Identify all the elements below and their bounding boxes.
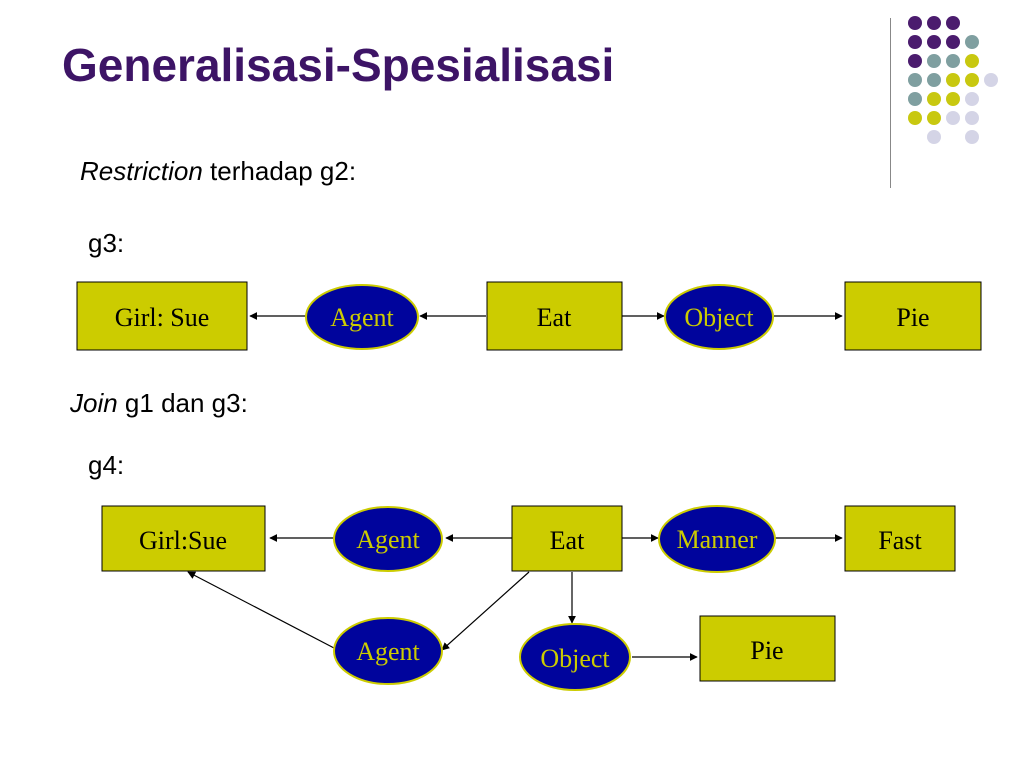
g4-manner-label: Manner: [677, 525, 758, 554]
decor-dot: [908, 54, 922, 68]
decor-dot: [908, 92, 922, 106]
g4-pie-label: Pie: [750, 636, 783, 665]
g4-edge-agent2-to-girl: [187, 571, 335, 649]
restriction-caption: Restriction terhadap g2:: [80, 156, 356, 187]
g4-relation-agent2: Agent: [333, 617, 443, 685]
g3-agent-label: Agent: [330, 303, 394, 332]
g3-concept-pie: Pie: [844, 281, 982, 351]
g4-edges: [187, 534, 843, 661]
decor-dot: [908, 73, 922, 87]
decor-dot: [927, 16, 941, 30]
decor-dot: [927, 111, 941, 125]
decor-dot: [927, 35, 941, 49]
decor-dot: [927, 54, 941, 68]
decor-dot: [946, 35, 960, 49]
decor-dot: [946, 92, 960, 106]
g4-agent-label: Agent: [356, 525, 420, 554]
decor-dot: [946, 111, 960, 125]
g3-pie-label: Pie: [896, 303, 929, 332]
g3-concept-girl: Girl: Sue: [76, 281, 248, 351]
decor-dot: [984, 73, 998, 87]
decor-dot: [927, 92, 941, 106]
g3-girl-label: Girl: Sue: [115, 303, 210, 332]
g4-concept-eat: Eat: [511, 505, 623, 572]
g3-relation-object: Object: [664, 284, 774, 350]
g4-relation-object: Object: [519, 623, 631, 691]
decor-dot: [946, 54, 960, 68]
restriction-emphasis: Restriction: [80, 156, 203, 186]
decor-dot: [965, 54, 979, 68]
g4-relation-agent: Agent: [333, 506, 443, 572]
join-emphasis: Join: [70, 388, 118, 418]
g4-agent2-label: Agent: [356, 637, 420, 666]
g3-label: g3:: [88, 228, 125, 258]
g4-relation-manner: Manner: [658, 505, 776, 573]
restriction-rest: terhadap g2:: [202, 156, 357, 186]
decor-dot: [965, 130, 979, 144]
g3-relation-agent: Agent: [305, 284, 419, 350]
decor-dot: [965, 35, 979, 49]
g4-eat-label: Eat: [550, 526, 585, 555]
g4-label: g4:: [88, 450, 125, 480]
g4-fast-label: Fast: [878, 526, 922, 555]
join-caption: Join g1 dan g3:: [70, 388, 248, 419]
decor-dot: [965, 92, 979, 106]
decor-dot: [908, 16, 922, 30]
decor-dot: [927, 73, 941, 87]
g4-concept-fast: Fast: [844, 505, 956, 572]
decor-dot: [927, 130, 941, 144]
decor-dot: [908, 35, 922, 49]
g3-concept-eat: Eat: [486, 281, 623, 351]
g4-object-label: Object: [540, 644, 610, 673]
g3-eat-label: Eat: [537, 303, 572, 332]
g4-edge-eat-to-agent2: [441, 571, 530, 651]
g4-concept-pie: Pie: [699, 615, 836, 682]
decor-dot: [908, 111, 922, 125]
g4-girl-label: Girl:Sue: [139, 526, 227, 555]
g4-concept-girl: Girl:Sue: [101, 505, 266, 572]
g3-object-label: Object: [684, 303, 754, 332]
decor-dot: [946, 73, 960, 87]
slide-title: Generalisasi-Spesialisasi: [62, 39, 615, 91]
decor-dot: [965, 111, 979, 125]
join-rest: g1 dan g3:: [117, 388, 248, 418]
decor-dot: [946, 16, 960, 30]
title-divider-line: [890, 18, 891, 188]
decor-dot: [965, 73, 979, 87]
